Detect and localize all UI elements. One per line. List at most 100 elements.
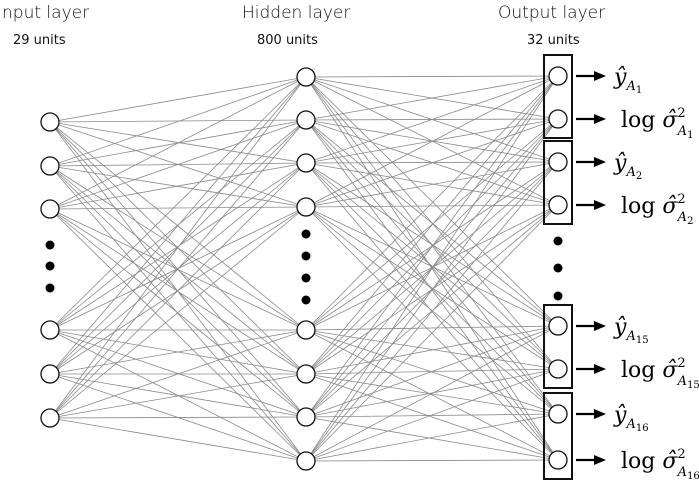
edge-hidden-output	[305, 373, 559, 461]
hidden-neuron	[296, 110, 316, 130]
input-layer-title: Input layer	[0, 3, 89, 23]
hidden-neuron	[296, 320, 316, 340]
edge-input-hidden	[49, 206, 307, 210]
edge-hidden-output	[305, 325, 559, 375]
edge-input-hidden	[49, 121, 307, 164]
edge-input-hidden	[49, 165, 307, 375]
output-neuron	[548, 109, 568, 129]
edge-input-hidden	[49, 206, 307, 419]
hidden-neuron	[296, 67, 316, 87]
edge-hidden-output	[305, 75, 559, 164]
edge-hidden-output	[305, 162, 559, 415]
edge-hidden-output	[305, 206, 559, 327]
input-neuron	[40, 320, 60, 340]
edge-hidden-output	[305, 75, 559, 121]
edge-hidden-output	[305, 119, 559, 327]
output-group-box	[543, 304, 573, 389]
input-neuron	[40, 364, 60, 384]
edge-hidden-output	[305, 329, 559, 461]
edge-input-hidden	[49, 417, 307, 462]
output-neuron	[548, 152, 568, 172]
edge-input-hidden	[49, 119, 307, 210]
edge-hidden-output	[305, 119, 559, 415]
output-group-box	[543, 392, 573, 480]
edge-input-hidden	[49, 76, 307, 210]
ellipsis-dots	[45, 229, 563, 305]
output-neuron	[548, 195, 568, 215]
edge-hidden-output	[305, 75, 559, 208]
output-label-mean: ŷA16	[613, 403, 649, 434]
edge-input-hidden	[49, 119, 307, 123]
edge-hidden-output	[305, 329, 559, 370]
arrow-head-icon	[594, 114, 606, 124]
edge-hidden-output	[305, 76, 559, 327]
edge-hidden-output	[305, 413, 559, 462]
arrow-head-icon	[594, 455, 606, 465]
arrow-head-icon	[594, 71, 606, 81]
edge-input-hidden	[49, 76, 307, 419]
edge-input-hidden	[49, 162, 307, 419]
arrow-head-icon	[594, 157, 606, 167]
edge-input-hidden	[49, 162, 307, 210]
output-neuron	[548, 66, 568, 86]
ellipsis-dot	[553, 263, 563, 273]
neurons	[40, 66, 568, 471]
hidden-layer-title: Hidden layer	[242, 3, 350, 23]
edge-hidden-output	[305, 75, 559, 78]
edge-input-hidden	[49, 373, 307, 418]
output-label-mean: ŷA2	[613, 151, 642, 182]
output-group-boxes	[543, 54, 573, 480]
hidden-layer-units: 800 units	[257, 33, 318, 48]
edge-input-hidden	[49, 165, 307, 208]
edge-hidden-output	[305, 413, 559, 418]
input-neuron	[40, 199, 60, 219]
edge-hidden-output	[305, 368, 559, 418]
edge-input-hidden	[49, 329, 307, 418]
hidden-neuron	[296, 153, 316, 173]
edge-hidden-output	[305, 118, 559, 164]
edge-input-hidden	[49, 76, 307, 331]
arrow-head-icon	[594, 364, 606, 374]
edge-hidden-output	[305, 329, 559, 415]
output-layer-units: 32 units	[527, 33, 580, 48]
edge-hidden-output	[305, 373, 559, 415]
output-neuron	[548, 450, 568, 470]
input-neuron	[40, 156, 60, 176]
output-label-mean: ŷA1	[613, 65, 642, 96]
edge-hidden-output	[305, 162, 559, 327]
arrow-head-icon	[594, 409, 606, 419]
edge-hidden-output	[305, 75, 559, 331]
hidden-neuron	[296, 197, 316, 217]
edge-input-hidden	[49, 208, 307, 462]
ellipsis-dot	[553, 291, 563, 301]
edge-hidden-output	[305, 204, 559, 462]
ellipsis-dot	[45, 240, 55, 250]
edge-hidden-output	[305, 161, 559, 462]
edge-hidden-output	[305, 75, 559, 418]
edge-input-hidden	[49, 76, 307, 375]
output-arrows	[576, 71, 606, 465]
output-group-box	[543, 54, 573, 139]
edge-hidden-output	[305, 118, 559, 208]
ellipsis-dot	[301, 295, 311, 305]
edge-hidden-output	[305, 416, 559, 461]
input-neuron	[40, 112, 60, 132]
edge-input-hidden	[49, 373, 307, 419]
output-layer-title: Output layer	[498, 3, 605, 23]
edge-hidden-output	[305, 118, 559, 462]
arrow-head-icon	[594, 321, 606, 331]
ellipsis-dot	[301, 229, 311, 239]
edge-hidden-output	[305, 76, 559, 415]
edge-hidden-output	[305, 325, 559, 331]
edge-input-hidden	[49, 76, 307, 167]
edge-hidden-output	[305, 75, 559, 375]
edge-hidden-output	[305, 325, 559, 418]
edge-hidden-output	[305, 162, 559, 206]
hidden-neuron	[296, 451, 316, 471]
edge-hidden-output	[305, 75, 559, 462]
input-neuron	[40, 408, 60, 428]
ellipsis-dot	[301, 251, 311, 261]
